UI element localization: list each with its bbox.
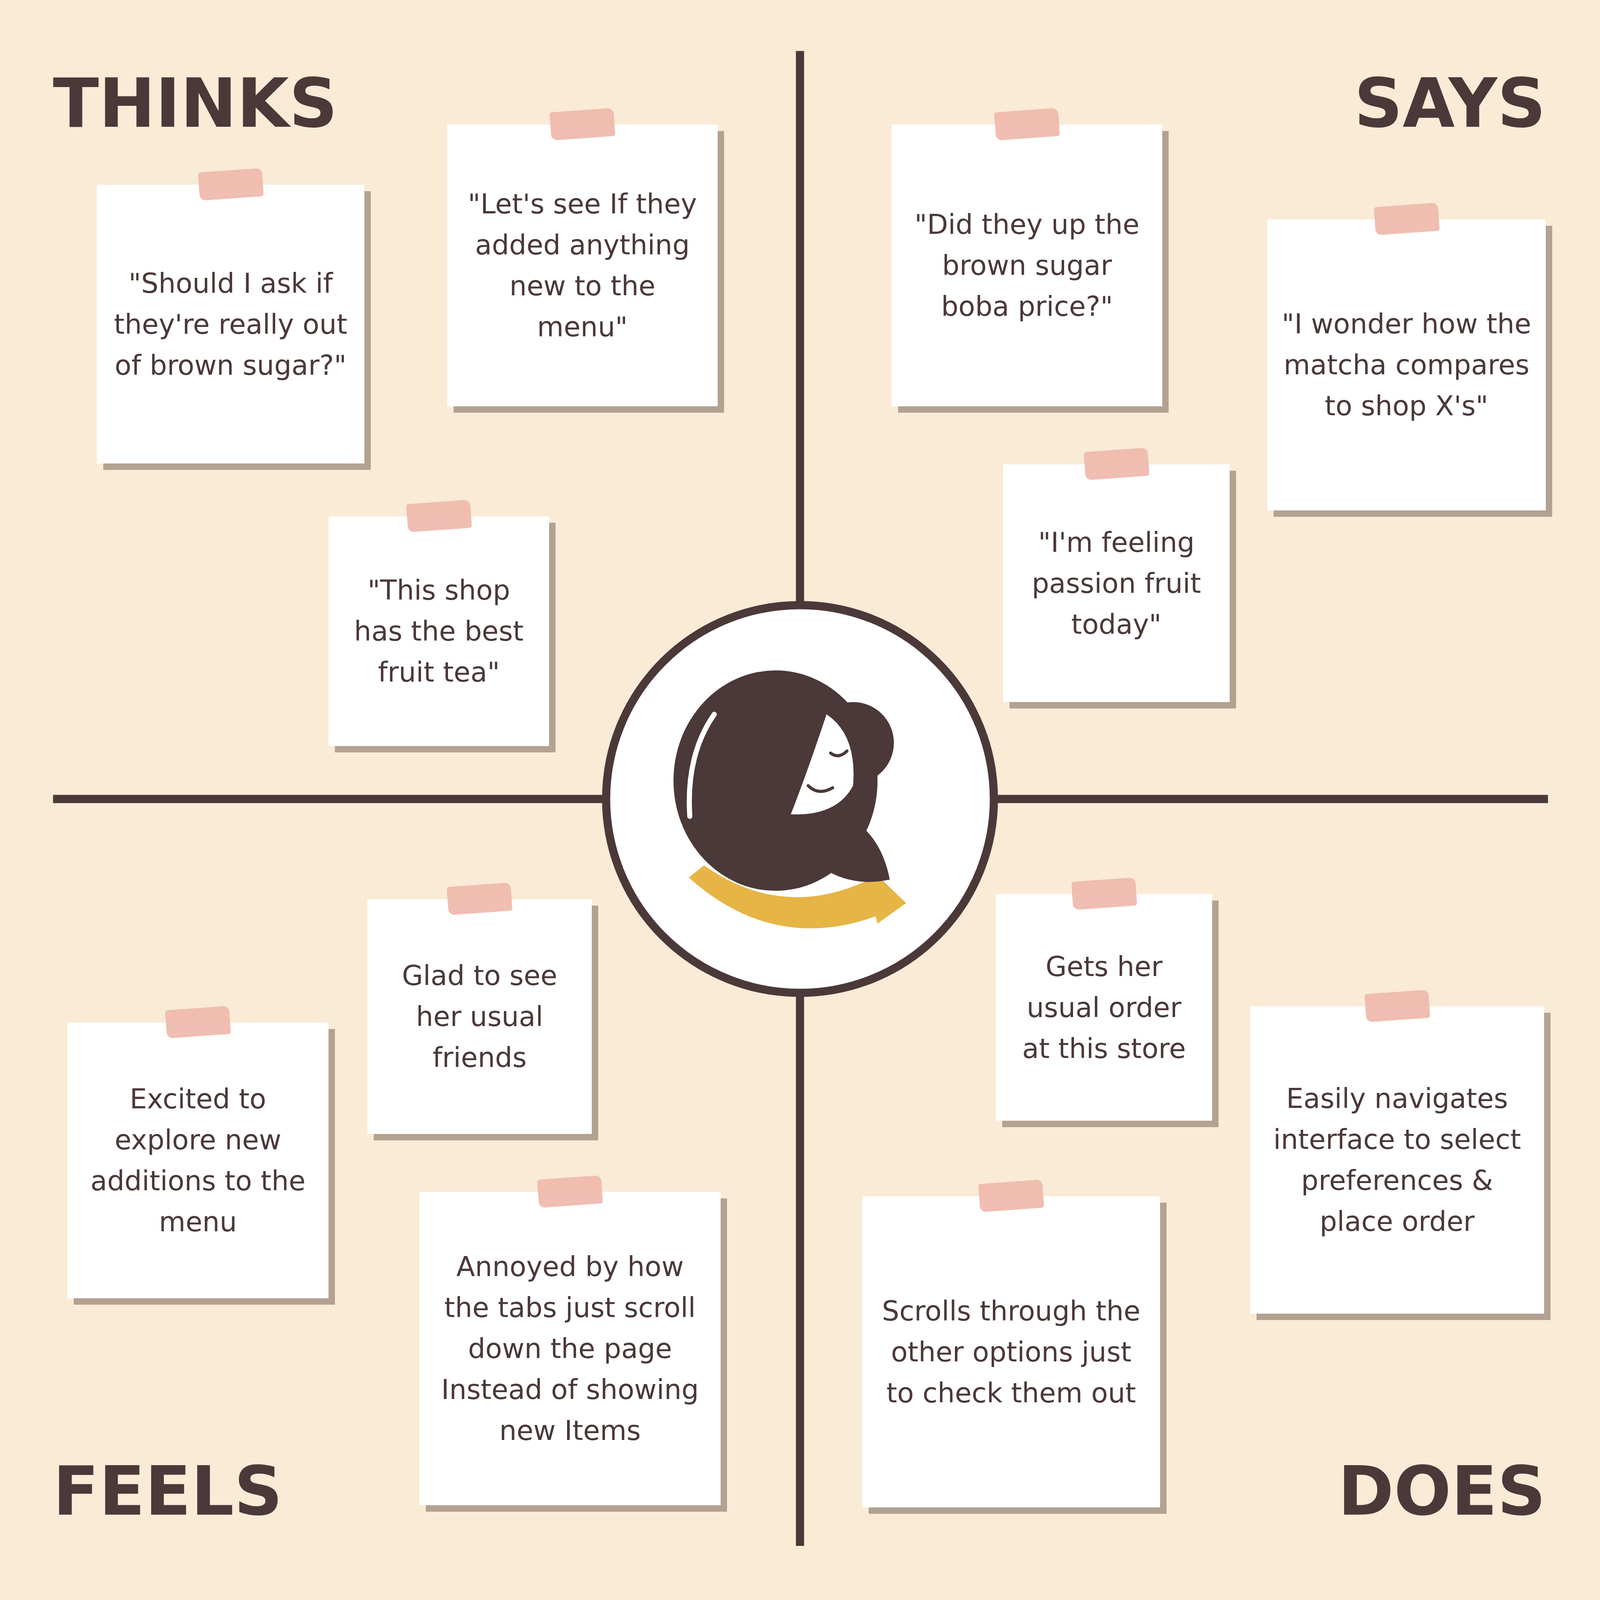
note-text: "This shop has the best fruit tea" <box>343 569 535 693</box>
note-body: Easily navigates interface to select pre… <box>1264 1077 1530 1242</box>
note-body: "I wonder how the matcha compares to sho… <box>1281 303 1532 427</box>
note-text: Annoyed by how the tabs just scroll down… <box>433 1245 707 1451</box>
note-text: "Should I ask if they're really out of b… <box>111 262 350 386</box>
sticky-note: Excited to explore new additions to the … <box>67 1022 329 1298</box>
sticky-note: "I'm feeling passion fruit today" <box>1003 464 1230 702</box>
note-body: "I'm feeling passion fruit today" <box>1017 521 1216 645</box>
tape-strip <box>405 499 472 533</box>
note-body: Glad to see her usual friends <box>381 954 578 1078</box>
note-body: Excited to explore new additions to the … <box>81 1078 315 1243</box>
tape-strip <box>1083 447 1150 480</box>
sticky-note: "Let's see If they added anything new to… <box>447 124 718 407</box>
note-body: Gets her usual order at this store <box>1010 945 1198 1069</box>
tape-strip <box>446 882 513 915</box>
sticky-note: "Should I ask if they're really out of b… <box>96 184 365 464</box>
quadrant-heading: FEELS <box>52 1457 283 1525</box>
tape-strip <box>165 1005 231 1039</box>
tape-strip <box>1070 877 1137 910</box>
tape-strip <box>197 168 264 201</box>
sticky-note: Gets her usual order at this store <box>995 893 1213 1121</box>
sticky-note: "This shop has the best fruit tea" <box>328 516 550 746</box>
avatar-illustration <box>673 670 906 928</box>
note-text: Excited to explore new additions to the … <box>81 1078 315 1243</box>
note-body: Annoyed by how the tabs just scroll down… <box>433 1245 707 1451</box>
note-text: Easily navigates interface to select pre… <box>1264 1077 1530 1242</box>
tape-strip <box>1373 202 1440 236</box>
sticky-note: Annoyed by how the tabs just scroll down… <box>419 1191 721 1505</box>
note-body: "This shop has the best fruit tea" <box>343 569 535 693</box>
quadrant-heading: DOES <box>1338 1457 1546 1525</box>
note-text: Glad to see her usual friends <box>381 954 578 1078</box>
quadrant-heading: SAYS <box>1354 69 1546 137</box>
avatar-circle <box>606 605 995 993</box>
sticky-note: Glad to see her usual friends <box>367 898 592 1134</box>
note-text: "I'm feeling passion fruit today" <box>1017 521 1216 645</box>
note-body: "Did they up the brown sugar boba price?… <box>906 203 1148 327</box>
sticky-note: "I wonder how the matcha compares to sho… <box>1267 219 1546 511</box>
note-body: Scrolls through the other options just t… <box>876 1290 1146 1414</box>
quadrant-heading: THINKS <box>52 69 338 137</box>
note-text: "Did they up the brown sugar boba price?… <box>906 203 1148 327</box>
note-text: "I wonder how the matcha compares to sho… <box>1281 303 1532 427</box>
note-text: "Let's see If they added anything new to… <box>461 183 704 348</box>
tape-strip <box>1364 989 1430 1022</box>
note-text: Scrolls through the other options just t… <box>876 1290 1146 1414</box>
tape-strip <box>978 1179 1045 1212</box>
note-body: "Let's see If they added anything new to… <box>461 183 704 348</box>
note-body: "Should I ask if they're really out of b… <box>111 262 350 386</box>
tape-strip <box>537 1175 603 1208</box>
sticky-note: "Did they up the brown sugar boba price?… <box>891 124 1163 407</box>
sticky-note: Scrolls through the other options just t… <box>862 1195 1161 1507</box>
note-text: Gets her usual order at this store <box>1010 945 1198 1069</box>
sticky-note: Easily navigates interface to select pre… <box>1250 1006 1545 1314</box>
tape-strip <box>994 107 1060 141</box>
tape-strip <box>549 107 616 141</box>
